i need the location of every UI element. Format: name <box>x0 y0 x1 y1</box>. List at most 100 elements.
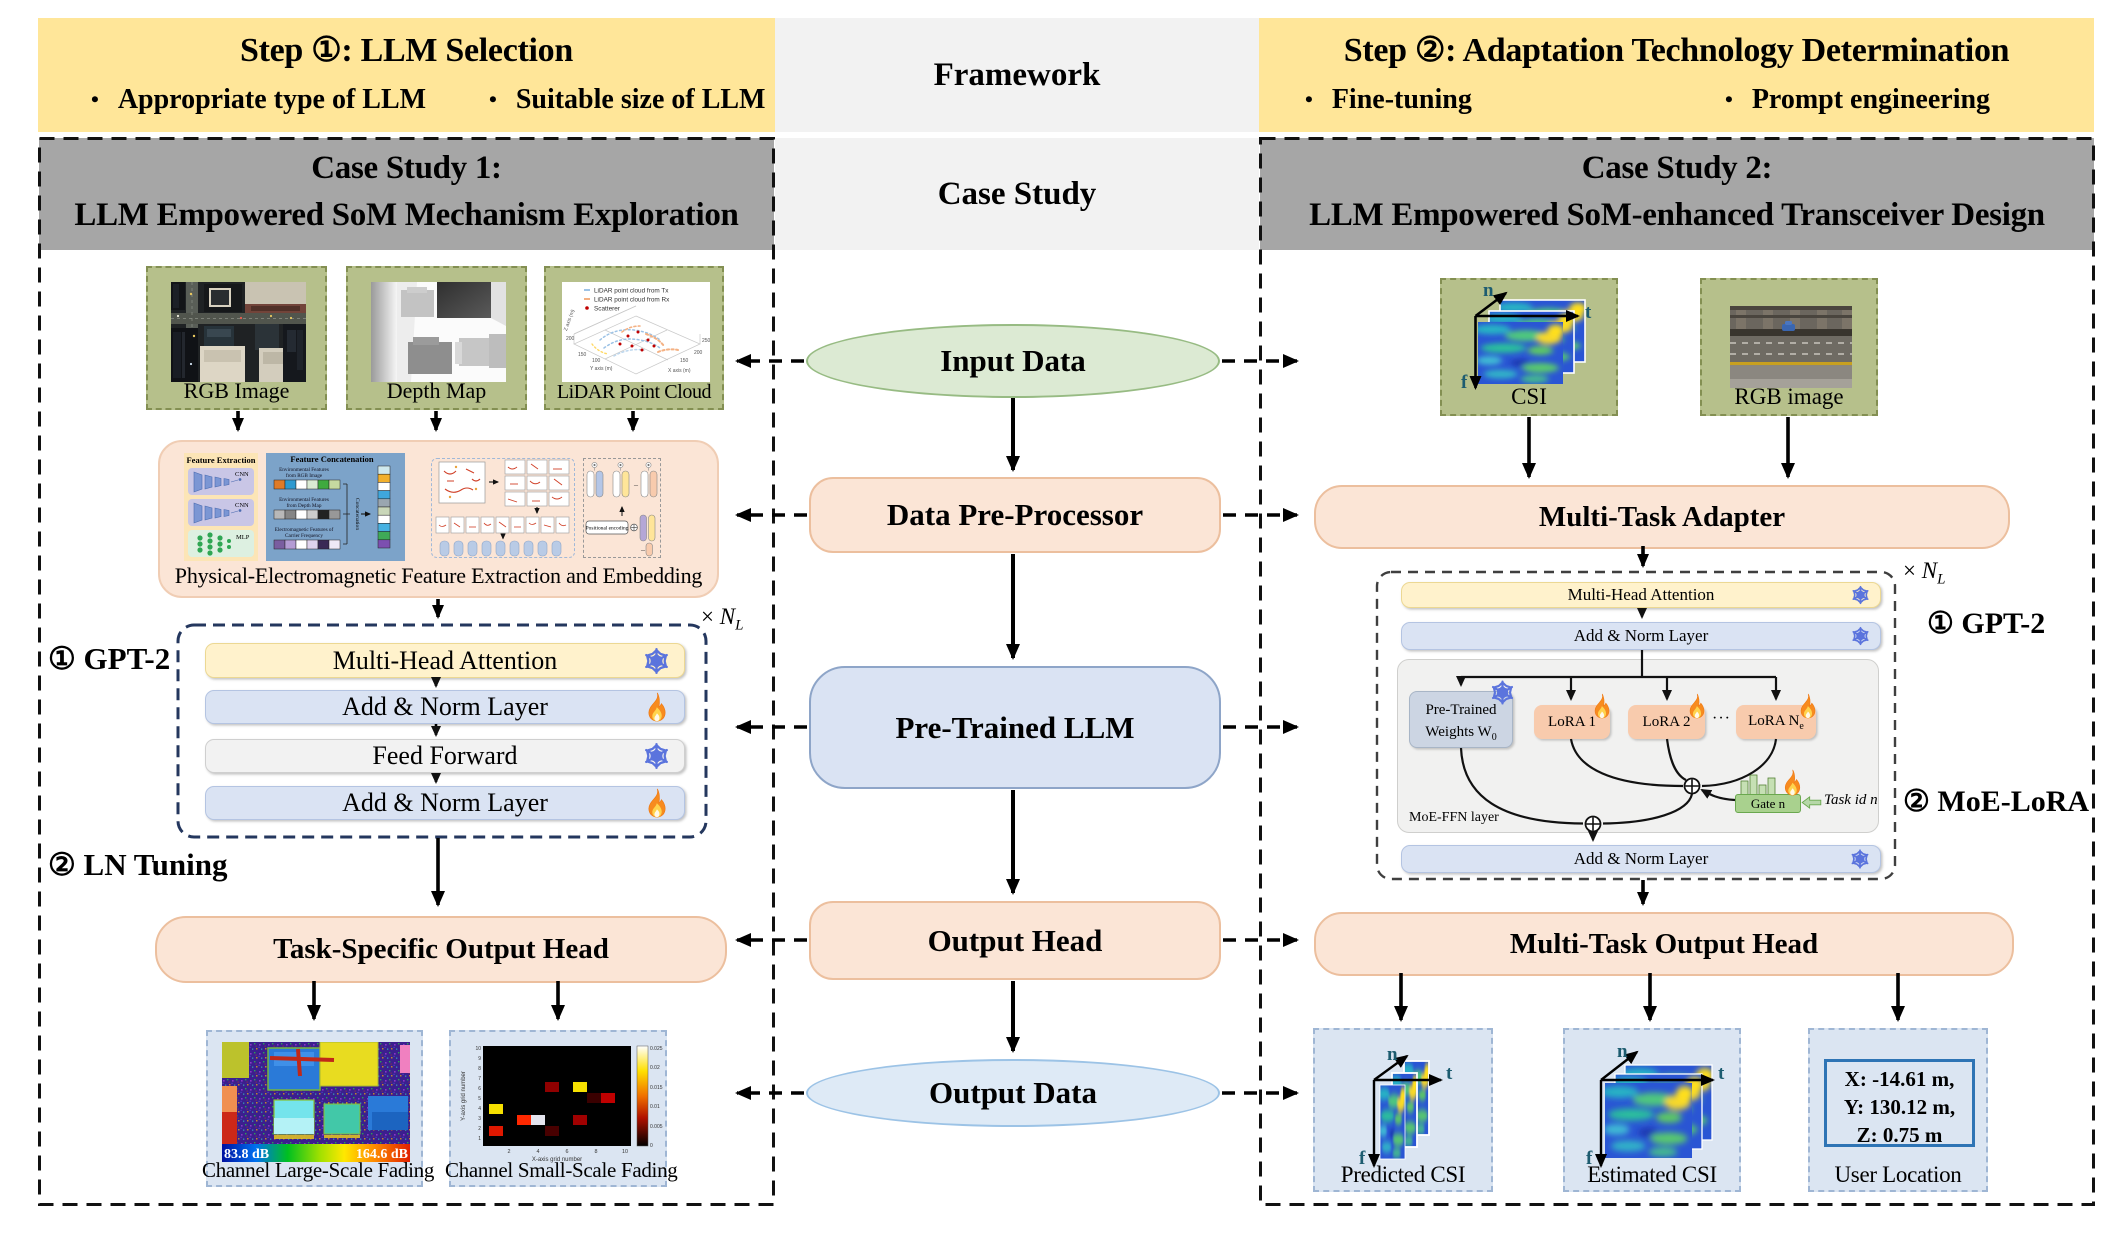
case1-output-small-scale: 0.025 0.02 0.015 0.01 0.005 0 10 9 8 7 6… <box>445 1030 678 1187</box>
ytick: 1 <box>478 1136 481 1142</box>
fire-icon <box>1591 693 1613 719</box>
lidar-caption: LiDAR Point Cloud <box>556 381 712 403</box>
flow-output-data-label: Output Data <box>929 1075 1097 1110</box>
layer-label: Add & Norm Layer <box>1573 849 1709 868</box>
flow-output-head: Output Head <box>809 901 1221 980</box>
flow-llm-label: Pre-Trained LLM <box>895 709 1135 745</box>
rgb-image-caption: RGB Image <box>183 378 290 403</box>
case1-nl-label: × NL <box>701 604 743 635</box>
case2-title-line2: LLM Empowered SoM-enhanced Transceiver D… <box>1309 197 2045 233</box>
pretrained-weights-sub: 0 <box>1491 732 1497 743</box>
gate-box: Gate n <box>1735 794 1801 813</box>
flow-pre-processor-label: Data Pre-Processor <box>886 497 1144 532</box>
case-study-title: Case Study <box>937 175 1097 212</box>
axis-t: t <box>1446 1063 1453 1084</box>
cbar-tick: 0 <box>650 1143 653 1149</box>
positional-encoding-label: Positional encoding <box>586 526 629 532</box>
case2-nl-label: × NL <box>1903 558 1945 589</box>
bullet-dot: • <box>488 87 497 112</box>
case1-input-depth-map: Depth Map <box>346 266 527 410</box>
svg-text:100: 100 <box>592 358 601 364</box>
feature-concatenation-panel: Feature Concatenation Environmental Feat… <box>266 453 405 561</box>
small-scale-ylabel: Y-axis grid number <box>461 1071 467 1121</box>
large-scale-caption: Channel Large-Scale Fading <box>202 1158 435 1182</box>
ytick: 2 <box>478 1126 481 1132</box>
svg-text:150: 150 <box>680 358 689 364</box>
header-case2: Case Study 2: LLM Empowered SoM-enhanced… <box>1260 138 2094 250</box>
header-step2: Step ②: Adaptation Technology Determinat… <box>1259 18 2094 132</box>
nl-times: × <box>1903 558 1916 583</box>
nl-sub: L <box>735 617 744 634</box>
bullet-dot: • <box>1724 87 1733 112</box>
ytick: 3 <box>478 1116 481 1122</box>
case2-output-head-label: Multi-Task Output Head <box>1509 927 1819 960</box>
flow-output-head-label: Output Head <box>927 922 1103 958</box>
cbar-tick: 0.02 <box>650 1065 660 1071</box>
large-scale-fading-image: 83.8 dB 164.6 dB <box>222 1042 410 1162</box>
csi-axis-n: n <box>1483 280 1494 301</box>
case2-moe-lora-label-text: ② MoE-LoRA <box>1903 785 2090 818</box>
header-case-study: Case Study <box>775 138 1259 250</box>
fire-icon <box>1797 693 1819 719</box>
lora-n-label: LoRA Ne <box>1748 713 1804 732</box>
flow-pre-trained-llm: Pre-Trained LLM <box>809 666 1221 789</box>
mlp-block: MLP <box>188 530 254 557</box>
lidar-point-cloud-image: LiDAR point cloud from Tx LiDAR point cl… <box>562 282 710 382</box>
header-case1: Case Study 1: LLM Empowered SoM Mechanis… <box>39 138 774 250</box>
flow-input-data-label: Input Data <box>940 343 1086 378</box>
feature-extraction-panel: Feature Extraction CNN <box>184 453 258 561</box>
case2-layer-multi-head-attention: Multi-Head Attention <box>1401 582 1881 608</box>
flow-input-data: Input Data <box>806 324 1220 398</box>
flow-output-data: Output Data <box>806 1059 1220 1127</box>
mlp-label: MLP <box>236 534 250 541</box>
road-image <box>1730 306 1852 388</box>
feature-extraction-title: Feature Extraction <box>186 455 256 465</box>
case2-input-csi: n t f CSI <box>1440 278 1618 416</box>
header-step1: Step ①: LLM Selection •Appropriate type … <box>38 18 775 132</box>
ytick: 7 <box>478 1076 481 1082</box>
case2-layer-add-norm-1: Add & Norm Layer <box>1401 622 1881 650</box>
case2-moe-lora-label: ② MoE-LoRA <box>1903 784 2089 819</box>
header-framework: Framework <box>775 18 1259 132</box>
cbar-tick: 0.015 <box>650 1085 663 1091</box>
case2-output-estimated-csi: n t f Estimated CSI <box>1563 1028 1741 1192</box>
fc-row3-label-a: Electromagnetic Features of <box>275 526 334 533</box>
case1-input-lidar: LiDAR point cloud from Tx LiDAR point cl… <box>544 266 724 410</box>
lora-n-base: LoRA N <box>1748 712 1800 729</box>
case1-layer-add-norm-1: Add & Norm Layer <box>205 690 685 724</box>
cnn1-label: CNN <box>235 471 249 478</box>
fc-row3-label-b: Carrier Frequency <box>285 533 323 539</box>
case1-ln-tuning-label: ② LN Tuning <box>48 847 227 883</box>
concatenation-vertical-label: Concatenation <box>354 498 360 531</box>
snowflake-icon <box>1850 849 1870 869</box>
cnn-block-2: CNN <box>188 499 254 526</box>
bullet-dot: • <box>90 87 99 112</box>
case1-feature-box: Feature Extraction CNN <box>158 440 719 598</box>
estimated-csi-caption: Estimated CSI <box>1587 1162 1717 1187</box>
svg-text:150: 150 <box>578 352 587 358</box>
predicted-csi-caption: Predicted CSI <box>1340 1162 1466 1187</box>
case2-adapter-label: Multi-Task Adapter <box>1538 500 1786 533</box>
lidar-legend-rx: LiDAR point cloud from Rx <box>594 296 670 303</box>
snowflake-icon <box>1851 627 1870 646</box>
nl-times: × <box>701 604 714 629</box>
case1-layer-feed-forward: Feed Forward <box>205 739 685 773</box>
bullet-dot: • <box>1304 87 1313 112</box>
case2-input-rgb: RGB image <box>1700 278 1878 416</box>
lidar-legend-scatterer: Scatterer <box>594 305 621 312</box>
case1-layer-multi-head-attention: Multi-Head Attention <box>205 643 685 678</box>
ytick: 10 <box>475 1046 481 1052</box>
svg-text:–: – <box>633 480 639 489</box>
case2-output-user-location: X: -14.61 m, Y: 130.12 m, Z: 0.75 m User… <box>1808 1028 1988 1192</box>
snowflake-icon <box>1490 680 1515 705</box>
case1-title-line2: LLM Empowered SoM Mechanism Exploration <box>74 197 739 233</box>
xtick: 10 <box>622 1149 628 1155</box>
fire-icon <box>1781 769 1804 796</box>
lidar-y-axis-label: Y axis (m) <box>590 366 613 372</box>
depth-map-image <box>371 282 506 382</box>
step2-title: Step ②: Adaptation Technology Determinat… <box>1343 32 2010 69</box>
svg-text:200: 200 <box>694 350 703 356</box>
nl-sub: L <box>1937 571 1946 588</box>
lora-1-label: LoRA 1 <box>1548 713 1596 730</box>
